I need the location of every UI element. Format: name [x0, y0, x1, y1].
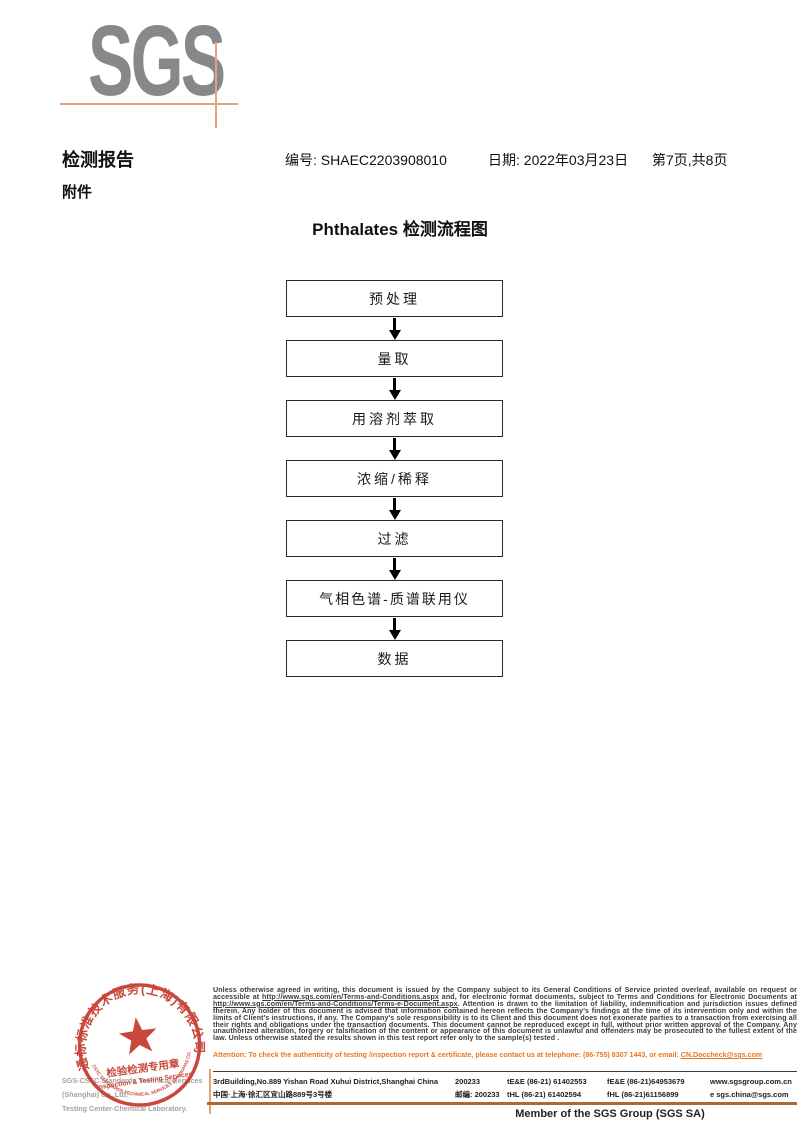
report-date-value: 2022年03月23日	[523, 152, 629, 168]
address-english: 3rdBuilding,No.889 Yishan Road Xuhui Dis…	[213, 1077, 439, 1086]
footer-vertical-orange-line	[209, 1069, 211, 1114]
attention-notice: Attention: To check the authenticity of …	[213, 1051, 797, 1059]
phone-hl: tHL (86-21) 61402594	[507, 1090, 582, 1099]
report-date-label: 日期:	[488, 152, 520, 168]
flow-step-pretreatment: 预处理	[286, 280, 503, 317]
address-chinese: 中国·上海·徐汇区宜山路889号3号楼	[213, 1090, 333, 1099]
legal-text: Unless otherwise agreed in writing, this…	[213, 986, 797, 1001]
legal-text: and, for electronic format documents, su…	[438, 992, 797, 1001]
company-stamp-seal: 通标标准技术服务(上海)有限公司 SGS-CSTC STANDARDS TECH…	[55, 963, 208, 1107]
phone-ee: tE&E (86-21) 61402553	[507, 1077, 587, 1086]
sgs-logo: SGS	[88, 5, 226, 117]
email-link[interactable]: e sgs.china@sgs.com	[710, 1090, 789, 1099]
doccheck-email-link[interactable]: CN.Doccheck@sgs.com	[680, 1051, 763, 1059]
report-title: 检测报告	[62, 150, 134, 170]
report-number: 编号: SHAEC2203908010	[285, 150, 447, 170]
fax-ee: fE&E (86-21)64953679	[607, 1077, 685, 1086]
company-name-text: SGS-CSTC Standards Technical Services (S…	[62, 1074, 232, 1116]
postcode-chinese: 邮编: 200233	[455, 1090, 500, 1099]
sgs-group-member-text: Member of the SGS Group (SGS SA)	[515, 1108, 705, 1120]
report-number-label: 编号:	[285, 152, 317, 168]
page-indicator: 第7页,共8页	[652, 152, 728, 168]
legal-text: . Attention is drawn to the limitation o…	[213, 999, 797, 1043]
flow-step-data: 数据	[286, 640, 503, 677]
address-block: 3rdBuilding,No.889 Yishan Road Xuhui Dis…	[213, 1071, 797, 1101]
flow-step-solvent-extraction: 用溶剂萃取	[286, 400, 503, 437]
address-row-en: 3rdBuilding,No.889 Yishan Road Xuhui Dis…	[213, 1075, 797, 1088]
fax-hl: fHL (86-21)61156899	[607, 1090, 679, 1099]
flowchart: 预处理 量取 用溶剂萃取 浓缩/稀释 过滤 气相色谱-质谱联用仪 数据	[286, 280, 503, 680]
stamp-star-icon	[118, 1017, 157, 1055]
report-number-value: SHAEC2203908010	[320, 152, 447, 168]
attachment-label: 附件	[62, 184, 93, 201]
logo-crosshair-horizontal-line	[60, 103, 238, 105]
postcode-english: 200233	[455, 1077, 481, 1086]
logo-crosshair-vertical-line	[215, 42, 217, 128]
flow-step-concentrate-dilute: 浓缩/稀释	[286, 460, 503, 497]
stamp-ring	[77, 983, 202, 1107]
flowchart-title: Phthalates 检测流程图	[312, 220, 488, 239]
flow-step-filter: 过滤	[286, 520, 503, 557]
company-name-line1: SGS-CSTC Standards Technical Services (S…	[62, 1076, 203, 1099]
address-row-cn: 中国·上海·徐汇区宜山路889号3号楼 邮编: 200233 tHL (86-2…	[213, 1088, 797, 1101]
terms-link[interactable]: http://www.sgs.com/en/Terms-and-Conditio…	[262, 992, 439, 1001]
flow-step-measure: 量取	[286, 340, 503, 377]
company-name-line2: Testing Center-Chemical Laboratory.	[62, 1104, 188, 1113]
legal-disclaimer: Unless otherwise agreed in writing, this…	[213, 986, 797, 1043]
flow-step-gcms: 气相色谱-质谱联用仪	[286, 580, 503, 617]
footer-horizontal-brown-line	[207, 1102, 797, 1105]
website-link[interactable]: www.sgsgroup.com.cn	[710, 1077, 792, 1086]
report-date: 日期: 2022年03月23日	[488, 150, 628, 170]
terms-e-document-link[interactable]: http://www.sgs.com/en/Terms-and-Conditio…	[213, 999, 458, 1008]
attention-text: Attention: To check the authenticity of …	[213, 1051, 681, 1059]
